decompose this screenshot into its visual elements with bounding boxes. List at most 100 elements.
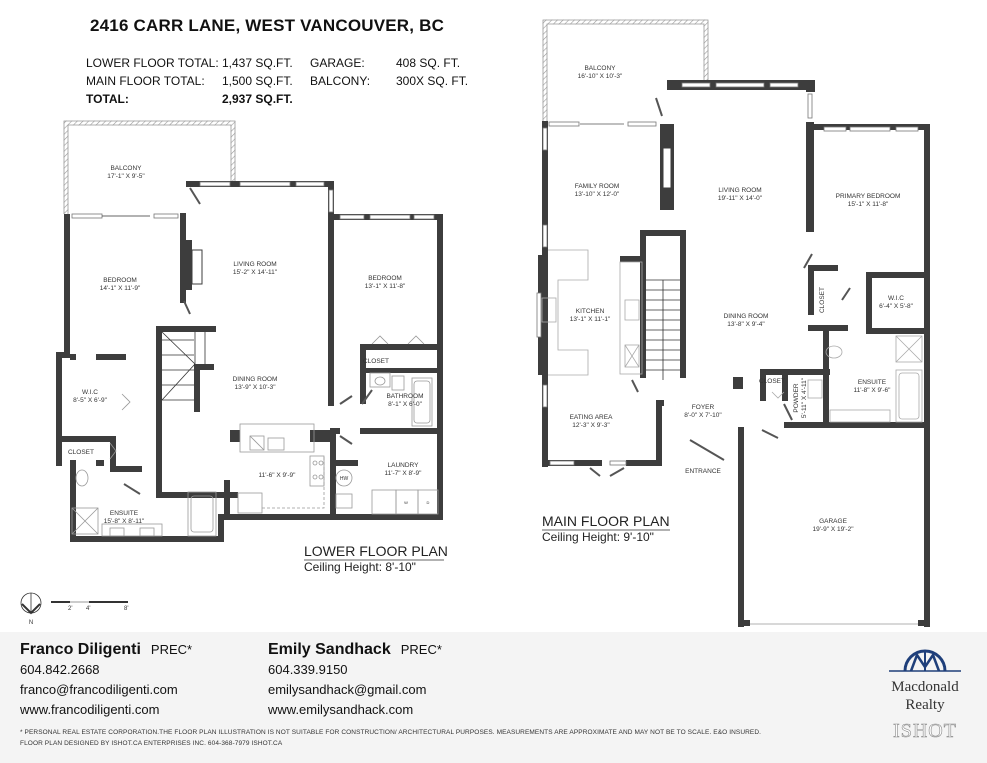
room-dims: 15'-1" X 11'-8" <box>848 201 889 208</box>
room-label: W.I.C <box>82 389 98 396</box>
svg-text:8': 8' <box>124 606 128 612</box>
svg-text:2': 2' <box>68 606 72 612</box>
room-label: W.I.C <box>888 295 904 302</box>
compass-rose-icon <box>889 649 961 672</box>
room-label: PRIMARY BEDROOM <box>836 193 901 200</box>
lower-doors <box>123 187 373 495</box>
lower-walls <box>56 181 443 542</box>
room-label: ENSUITE <box>110 510 139 517</box>
main-staircase <box>646 279 680 380</box>
garage-value: 408 SQ. FT. <box>396 56 461 70</box>
brokerage-name-line-1: Macdonald <box>891 679 959 695</box>
room-label: BALCONY <box>584 65 616 72</box>
lower-floor-ceiling-height: Ceiling Height: 8'-10" <box>304 560 416 574</box>
room-dims: 12'-3" X 9'-3" <box>572 422 610 429</box>
room-label: LIVING ROOM <box>233 261 276 268</box>
room-label: FAMILY ROOM <box>575 183 620 190</box>
totals-row-grand: TOTAL: 2,937 SQ.FT. <box>86 90 468 108</box>
room-dims: 6'-4" X 5'-8" <box>879 303 914 310</box>
brokerage-name-line-2: Realty <box>905 697 945 713</box>
lower-floor-plan <box>56 120 443 542</box>
room-dims: 11'-8" X 9'-6" <box>854 387 892 394</box>
room-label: ENTRANCE <box>685 468 721 475</box>
agent-footer <box>0 632 987 763</box>
main-floor-total-value: 1,500 SQ.FT. <box>222 74 293 88</box>
room-label: BALCONY <box>110 165 142 172</box>
macdonald-realty-logo: Macdonald Realty ISHOT <box>875 643 975 743</box>
room-dims: 13'-1" X 11'-8" <box>365 283 406 290</box>
room-dims: 8'-5" X 6'-9" <box>73 397 108 404</box>
lower-room-labels: BALCONY 17'-1" X 9'-5" BEDROOM 14'-1" X … <box>68 165 430 525</box>
disclaimer: * PERSONAL REAL ESTATE CORPORATION.THE F… <box>20 727 761 749</box>
grand-total-value: 2,937 SQ.FT. <box>222 92 293 106</box>
room-label: DINING ROOM <box>724 313 769 320</box>
totals-row-main: MAIN FLOOR TOTAL: 1,500 SQ.FT. BALCONY: … <box>86 72 468 90</box>
lower-floor-total-label: LOWER FLOOR TOTAL: <box>86 56 219 70</box>
floor-plans-drawing: BALCONY 17'-1" X 9'-5" BEDROOM 14'-1" X … <box>20 19 930 627</box>
room-label: ENSUITE <box>858 379 887 386</box>
main-floor-plan-title: MAIN FLOOR PLAN <box>542 513 670 529</box>
room-label: KITCHEN <box>576 308 605 315</box>
hot-water-tank-label: HW <box>340 476 349 482</box>
agent-phone[interactable]: 604.842.2668 <box>20 662 100 677</box>
main-floor-plan <box>536 19 930 627</box>
room-dims: 13'-1" X 11'-1" <box>570 316 611 323</box>
room-dims: 11'-7" X 8'-9" <box>385 470 423 477</box>
balcony-label: BALCONY: <box>310 74 371 88</box>
room-label: LIVING ROOM <box>718 187 761 194</box>
agent-designation: PREC* <box>150 642 193 657</box>
room-label: BATHROOM <box>386 393 423 400</box>
room-label: DINING ROOM <box>233 376 278 383</box>
lower-floor-plan-title: LOWER FLOOR PLAN <box>304 543 448 559</box>
agent-designation: PREC* <box>400 642 442 657</box>
washer-label: W <box>404 500 408 505</box>
agent-card-franco: Franco Diligenti PREC* 604.842.2668 franc… <box>20 640 192 720</box>
room-label: BEDROOM <box>368 275 402 282</box>
room-label: CLOSET <box>819 287 826 313</box>
agent-email[interactable]: franco@francodiligenti.com <box>20 682 178 697</box>
main-walls <box>538 80 930 627</box>
room-label: CLOSET <box>68 449 94 456</box>
dryer-label: D <box>427 500 430 505</box>
agent-website[interactable]: www.francodiligenti.com <box>20 702 160 717</box>
room-dims: 19'-9" X 19'-2" <box>812 526 854 533</box>
lower-staircase <box>161 331 206 401</box>
main-floor-ceiling-height: Ceiling Height: 9'-10" <box>542 530 654 544</box>
room-dims: 16'-10" X 10'-3" <box>578 73 623 80</box>
totals-row-lower: LOWER FLOOR TOTAL: 1,437 SQ.FT. GARAGE: … <box>86 54 468 72</box>
room-label: BEDROOM <box>103 277 137 284</box>
main-floor-total-label: MAIN FLOOR TOTAL: <box>86 74 205 88</box>
svg-text:N: N <box>29 620 33 626</box>
property-address-title: 2416 CARR LANE, WEST VANCOUVER, BC <box>90 16 445 35</box>
scale-bar: 2' 4' 8' <box>51 601 128 612</box>
room-label: EATING AREA <box>570 414 614 421</box>
room-label: FOYER <box>692 404 715 411</box>
garage-label: GARAGE: <box>310 56 365 70</box>
main-room-labels: BALCONY 16'-10" X 10'-3" FAMILY ROOM 13'… <box>570 65 914 533</box>
room-label: CLOSET <box>363 358 389 365</box>
room-label: 14'-1" X 11'-9" <box>100 285 141 292</box>
room-dims: 13'-8" X 9'-4" <box>727 321 765 328</box>
room-label: CLOSET <box>759 378 785 385</box>
room-dims: 8'-1" X 6'-0" <box>388 401 423 408</box>
disclaimer-line-1: * PERSONAL REAL ESTATE CORPORATION.THE F… <box>20 729 762 736</box>
main-windows <box>536 82 919 625</box>
room-dims: 5'-11" X 4'-11" <box>801 377 808 418</box>
main-doors <box>589 97 851 477</box>
svg-text:4': 4' <box>86 606 90 612</box>
agent-email[interactable]: emilysandhack@gmail.com <box>268 682 427 697</box>
lower-floor-total-value: 1,437 SQ.FT. <box>222 56 293 70</box>
balcony-value: 300X SQ. FT. <box>396 74 469 88</box>
lower-balcony-railing <box>63 120 236 214</box>
room-dims: 15'-8" X 8'-11" <box>104 518 145 525</box>
room-dims: 19'-11" X 14'-0" <box>718 195 763 202</box>
room-label: POWDER <box>793 383 800 413</box>
lower-kitchen-fixtures <box>71 335 439 537</box>
main-balcony-railing <box>542 19 709 122</box>
agent-phone[interactable]: 604.339.9150 <box>268 662 348 677</box>
ishot-logo: ISHOT <box>893 720 957 743</box>
grand-total-label: TOTAL: <box>86 92 129 106</box>
agent-website[interactable]: www.emilysandhack.com <box>268 702 414 717</box>
agent-name: Franco Diligenti <box>20 641 141 658</box>
